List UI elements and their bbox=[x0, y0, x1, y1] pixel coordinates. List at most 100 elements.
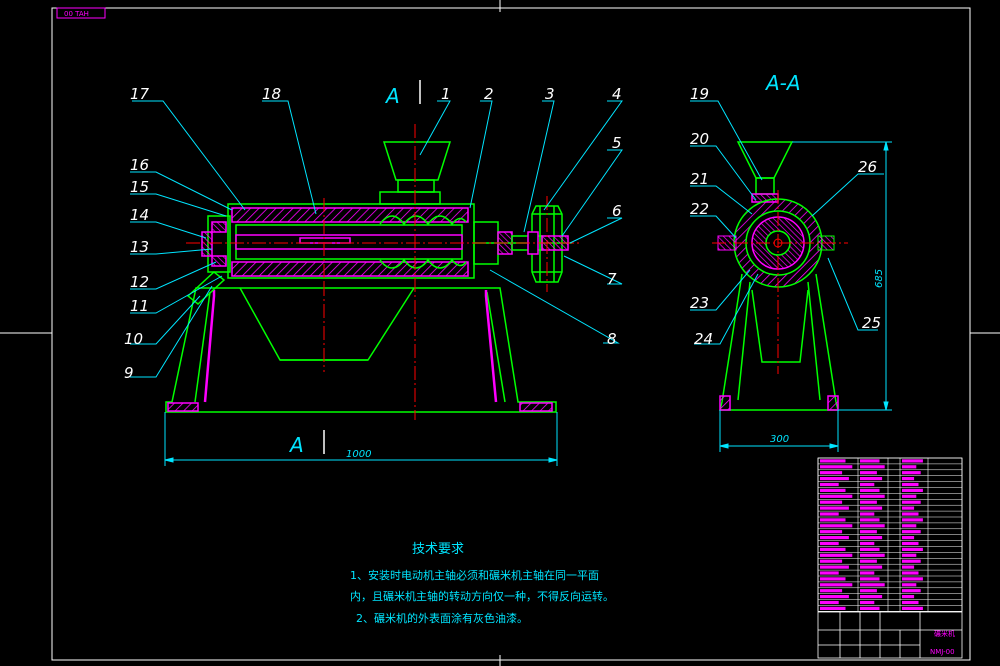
parts-list-cell bbox=[902, 477, 915, 481]
discharge-hopper bbox=[239, 287, 415, 361]
front-view: A A 1000 bbox=[124, 80, 623, 466]
front-leaders bbox=[130, 100, 623, 378]
parts-list-cell bbox=[860, 465, 885, 469]
section-centerlines bbox=[712, 190, 848, 374]
parts-list-cell bbox=[860, 553, 885, 557]
section-view: A-A bbox=[690, 71, 892, 452]
callout-12: 12 bbox=[130, 273, 149, 291]
callout-24: 24 bbox=[694, 330, 713, 348]
parts-list-cell bbox=[860, 471, 877, 475]
parts-list-cell bbox=[902, 589, 921, 593]
parts-list-cell bbox=[820, 512, 839, 516]
parts-list-cell bbox=[820, 595, 849, 599]
parts-list-cell bbox=[820, 547, 846, 551]
requirements-line-1: 1、安装时电动机主轴必须和碾米机主轴在同一平面 bbox=[350, 568, 599, 582]
parts-list-cell bbox=[860, 547, 880, 551]
parts-list-cell bbox=[860, 577, 880, 581]
callout-11: 11 bbox=[130, 297, 149, 315]
parts-list-cell bbox=[820, 530, 843, 534]
parts-list-cell bbox=[902, 518, 923, 522]
callout-25: 25 bbox=[862, 314, 881, 332]
parts-list-cell bbox=[902, 512, 919, 516]
callout-14: 14 bbox=[130, 206, 149, 224]
parts-list-cell bbox=[820, 606, 846, 610]
dim-width-value: 300 bbox=[770, 434, 789, 445]
callout-9: 9 bbox=[124, 364, 134, 382]
callout-15: 15 bbox=[130, 178, 149, 196]
dim-height-value: 685 bbox=[874, 269, 885, 288]
parts-list-cell bbox=[860, 530, 877, 534]
parts-list bbox=[817, 457, 963, 612]
callout-10: 10 bbox=[124, 330, 143, 348]
section-stand bbox=[719, 273, 839, 411]
parts-list-cell bbox=[902, 606, 923, 610]
parts-list-cell bbox=[860, 541, 875, 546]
parts-list-cell bbox=[902, 577, 923, 581]
parts-list-cell bbox=[860, 518, 880, 522]
parts-list-cell bbox=[860, 536, 883, 540]
parts-list-cell bbox=[820, 536, 849, 540]
parts-list-cell bbox=[860, 506, 883, 510]
parts-list-cell bbox=[820, 524, 853, 528]
requirements-line-3: 2、碾米机的外表面涂有灰色油漆。 bbox=[356, 611, 528, 625]
parts-list-cell bbox=[860, 571, 875, 575]
parts-list-cell bbox=[820, 482, 839, 487]
parts-list-cell bbox=[902, 536, 915, 540]
dim-length bbox=[164, 412, 558, 466]
parts-list-cell bbox=[860, 524, 885, 528]
parts-list-cell bbox=[860, 589, 877, 593]
section-view-title: A-A bbox=[764, 71, 801, 95]
parts-list-cell bbox=[902, 565, 915, 569]
parts-list-cell bbox=[902, 547, 923, 551]
callout-8: 8 bbox=[607, 330, 617, 348]
callout-26: 26 bbox=[858, 158, 877, 176]
callout-17: 17 bbox=[130, 85, 150, 103]
parts-list-cell bbox=[902, 595, 915, 599]
parts-list-cell bbox=[902, 494, 917, 498]
callout-16: 16 bbox=[130, 156, 149, 174]
callout-1: 1 bbox=[441, 85, 451, 103]
section-leaders bbox=[690, 100, 884, 345]
parts-list-cell bbox=[902, 553, 917, 557]
requirements-line-2: 内，且碾米机主轴的转动方向仅一种，不得反向运转。 bbox=[350, 589, 614, 603]
parts-list-cell bbox=[820, 477, 849, 481]
left-end-cap bbox=[186, 215, 231, 305]
parts-list-cell bbox=[902, 482, 919, 487]
parts-list-cell bbox=[820, 459, 846, 463]
parts-list-cell bbox=[902, 583, 917, 587]
parts-list-cell bbox=[902, 471, 921, 475]
parts-list-cell bbox=[860, 494, 885, 498]
parts-list-cell bbox=[860, 500, 877, 504]
parts-list-cell bbox=[820, 471, 843, 475]
parts-list-cell bbox=[902, 559, 921, 563]
parts-list-cell bbox=[860, 606, 880, 610]
parts-list-cell bbox=[902, 541, 919, 546]
parts-list-cell bbox=[902, 500, 921, 504]
callout-23: 23 bbox=[690, 294, 709, 312]
parts-list-cell bbox=[820, 488, 846, 492]
parts-list-cell bbox=[902, 600, 919, 605]
parts-list-cell bbox=[902, 459, 923, 463]
parts-list-cell bbox=[820, 589, 843, 593]
parts-list-cell bbox=[860, 488, 880, 492]
callout-7: 7 bbox=[607, 270, 617, 288]
parts-list-cell bbox=[820, 494, 853, 498]
callout-13: 13 bbox=[130, 238, 149, 256]
callout-19: 19 bbox=[690, 85, 709, 103]
title-block bbox=[817, 611, 963, 659]
parts-list-cell bbox=[902, 530, 921, 534]
parts-list-cell bbox=[820, 518, 846, 522]
parts-list-cell bbox=[902, 488, 923, 492]
callout-20: 20 bbox=[690, 130, 709, 148]
parts-list-cell bbox=[860, 559, 877, 563]
callout-2: 2 bbox=[484, 85, 494, 103]
centerlines bbox=[186, 124, 582, 420]
parts-list-cell bbox=[820, 571, 839, 575]
callout-6: 6 bbox=[612, 202, 622, 220]
parts-list-cell bbox=[820, 506, 849, 510]
callout-4: 4 bbox=[612, 85, 622, 103]
auger-spirals bbox=[379, 215, 467, 269]
drive-pulley bbox=[473, 205, 572, 283]
